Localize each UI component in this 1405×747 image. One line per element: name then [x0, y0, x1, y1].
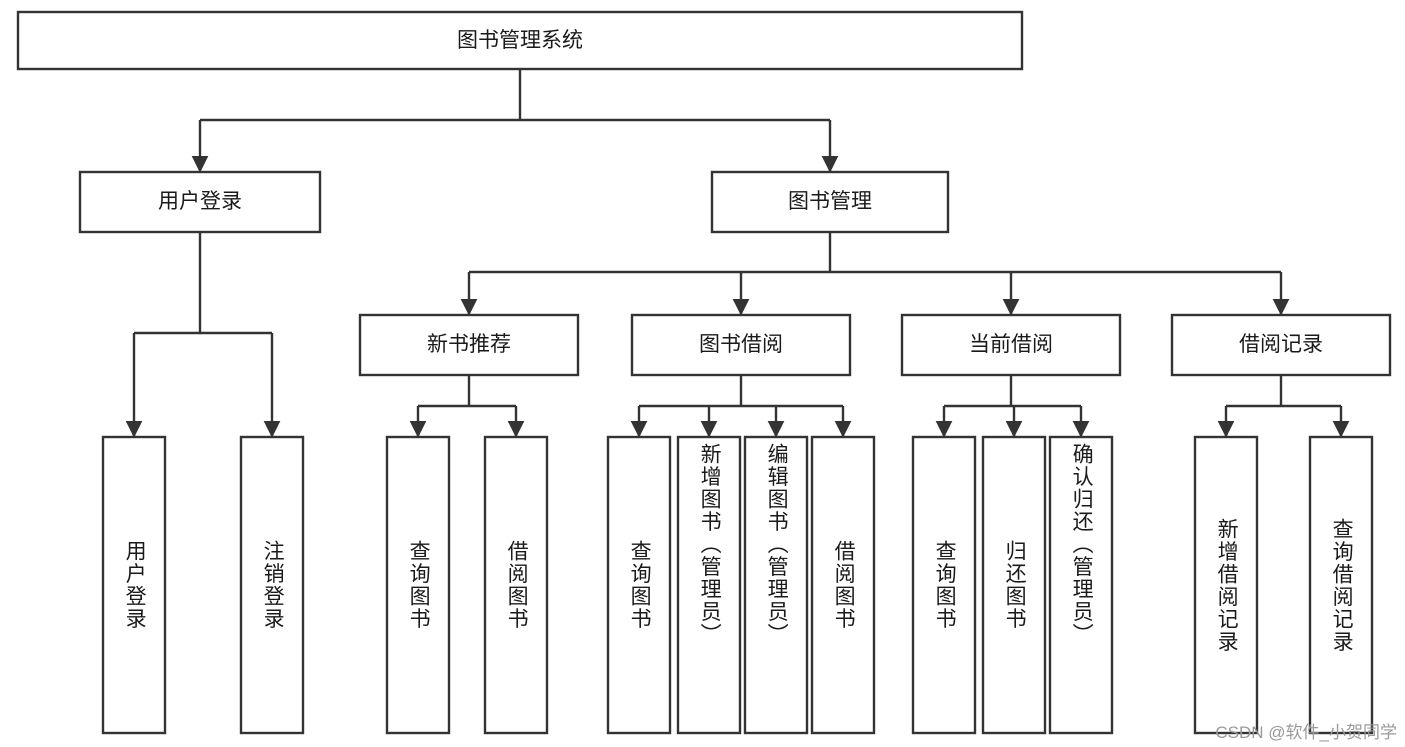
node-box-leaf-borrow-book-1[interactable] — [483, 435, 549, 735]
node-box-leaf-confirm-return-admin[interactable] — [1048, 435, 1114, 735]
node-box-leaf-return-book[interactable] — [981, 435, 1047, 735]
node-box-leaf-user-login[interactable] — [101, 435, 167, 735]
node-box-book-management[interactable] — [710, 170, 950, 234]
node-box-leaf-query-book-1[interactable] — [385, 435, 451, 735]
node-box-leaf-query-book-2[interactable] — [606, 435, 672, 735]
node-box-leaf-logout[interactable] — [239, 435, 305, 735]
node-box-user-login[interactable] — [78, 170, 322, 234]
node-box-leaf-borrow-book-2[interactable] — [810, 435, 876, 735]
node-box-leaf-add-book-admin[interactable] — [676, 435, 742, 735]
node-box-root[interactable] — [16, 10, 1024, 71]
node-box-leaf-add-borrow-record[interactable] — [1193, 435, 1259, 735]
node-box-leaf-edit-book-admin[interactable] — [743, 435, 809, 735]
node-box-leaf-query-book-3[interactable] — [911, 435, 977, 735]
node-box-current-borrow[interactable] — [900, 313, 1122, 377]
watermark-text: CSDN @软件_小贺同学 — [1215, 723, 1397, 742]
connectors-layer — [125, 69, 1350, 438]
node-box-new-book-recommend[interactable] — [358, 313, 580, 377]
boxes-layer — [16, 10, 1392, 735]
node-box-borrow-records[interactable] — [1170, 313, 1392, 377]
node-box-book-borrow[interactable] — [630, 313, 852, 377]
node-box-leaf-query-borrow-record[interactable] — [1308, 435, 1374, 735]
